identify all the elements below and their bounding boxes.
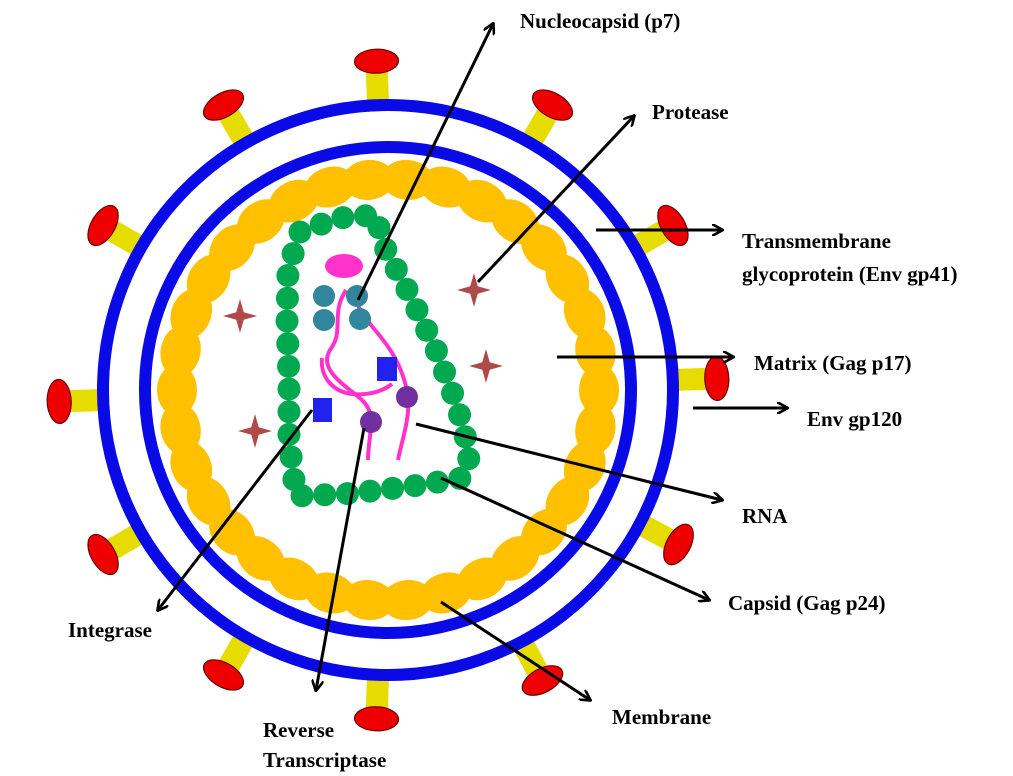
capsid-protein bbox=[331, 206, 354, 229]
capsid-protein bbox=[395, 278, 418, 301]
capsid-protein bbox=[276, 332, 299, 355]
capsid-protein bbox=[278, 400, 301, 423]
integrase-protein bbox=[377, 357, 397, 381]
capsid-protein bbox=[381, 477, 404, 500]
capsid-protein bbox=[426, 471, 449, 494]
spike-head bbox=[46, 379, 72, 424]
label-capsid: Capsid (Gag p24) bbox=[728, 591, 886, 615]
capsid-protein bbox=[457, 447, 480, 470]
capsid-protein bbox=[441, 382, 464, 405]
spike-head bbox=[704, 356, 730, 401]
capsid-protein bbox=[336, 482, 359, 505]
capsid-protein bbox=[367, 216, 390, 239]
capsid-protein bbox=[278, 423, 301, 446]
label-integrase: Integrase bbox=[68, 618, 152, 642]
capsid-protein bbox=[415, 319, 438, 342]
rna-cap bbox=[325, 254, 363, 278]
nucleocapsid-protein bbox=[313, 309, 335, 331]
nucleocapsid-protein bbox=[349, 308, 371, 330]
capsid-protein bbox=[282, 242, 305, 265]
reverse-transcriptase-protein bbox=[396, 386, 418, 408]
capsid-protein bbox=[289, 221, 312, 244]
inner-membrane bbox=[145, 147, 631, 633]
capsid-protein bbox=[433, 360, 456, 383]
label-reverse-line2: Transcriptase bbox=[263, 748, 386, 772]
label-rna: RNA bbox=[742, 504, 788, 528]
label-env-gp120: Env gp120 bbox=[807, 407, 902, 431]
protease-star bbox=[238, 414, 272, 448]
nucleocapsid-protein bbox=[313, 285, 335, 307]
capsid-shell bbox=[276, 204, 481, 507]
capsid-protein bbox=[276, 287, 299, 310]
capsid-protein bbox=[277, 355, 300, 378]
capsid-protein bbox=[313, 483, 336, 506]
capsid-protein bbox=[404, 474, 427, 497]
capsid-protein bbox=[358, 480, 381, 503]
label-reverse-line1: Reverse bbox=[263, 718, 334, 742]
capsid-protein bbox=[282, 468, 305, 491]
protease-star bbox=[457, 273, 491, 307]
protease-star bbox=[469, 349, 503, 383]
labels: Nucleocapsid (p7) Protease Transmembrane… bbox=[68, 9, 957, 772]
integrase-protein bbox=[313, 398, 332, 422]
capsid-protein bbox=[385, 258, 408, 281]
capsid-protein bbox=[405, 298, 428, 321]
capsid-protein bbox=[278, 378, 301, 401]
spike-head bbox=[354, 48, 399, 74]
capsid-protein bbox=[310, 213, 333, 236]
capsid-protein bbox=[276, 309, 299, 332]
spike-head bbox=[354, 706, 399, 732]
capsid-protein bbox=[425, 339, 448, 362]
label-transmembrane-line2: glycoprotein (Env gp41) bbox=[742, 262, 957, 286]
label-matrix: Matrix (Gag p17) bbox=[754, 351, 911, 375]
capsid-protein bbox=[448, 403, 471, 426]
label-membrane: Membrane bbox=[612, 705, 711, 729]
capsid-protein bbox=[276, 264, 299, 287]
label-nucleocapsid: Nucleocapsid (p7) bbox=[520, 9, 680, 33]
arrow-reverse-transcriptase bbox=[316, 428, 364, 690]
label-protease: Protease bbox=[652, 100, 729, 124]
label-transmembrane-line1: Transmembrane bbox=[742, 229, 891, 253]
protease-star bbox=[223, 299, 257, 333]
